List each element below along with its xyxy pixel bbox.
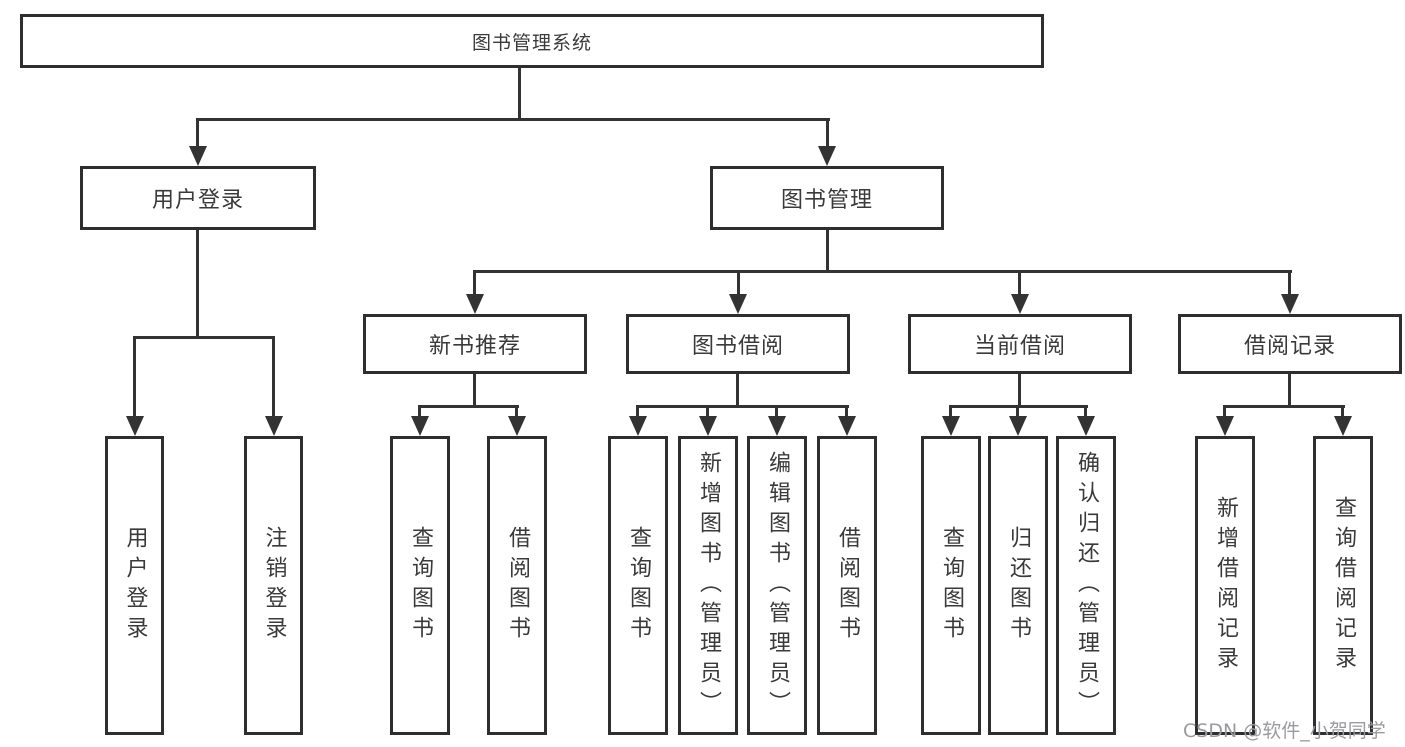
leaf-query-books-recommendation: 查询图书	[390, 436, 450, 735]
connector-line	[1223, 405, 1345, 408]
arrowhead-down-icon	[629, 416, 647, 436]
connector-line	[272, 336, 275, 416]
connector-line	[1288, 270, 1291, 296]
arrowhead-down-icon	[1216, 416, 1234, 436]
connector-line	[826, 230, 829, 273]
arrowhead-down-icon	[942, 416, 960, 436]
connector-line	[737, 270, 740, 296]
leaf-add-book-admin: 新增图书（管理员）	[678, 436, 738, 735]
leaf-logout: 注销登录	[244, 436, 303, 735]
connector-line	[418, 405, 421, 418]
leaf-query-books-current: 查询图书	[921, 436, 981, 735]
leaf-add-borrowing-record: 新增借阅记录	[1195, 436, 1255, 735]
arrowhead-down-icon	[126, 416, 144, 436]
connector-line	[133, 336, 136, 416]
connector-line	[1018, 270, 1021, 296]
arrowhead-down-icon	[1281, 294, 1299, 314]
node-book-borrowing: 图书借阅	[626, 314, 850, 374]
connector-line	[736, 374, 739, 408]
arrowhead-down-icon	[838, 416, 856, 436]
leaf-user-login: 用户登录	[105, 436, 164, 735]
arrowhead-down-icon	[1077, 416, 1095, 436]
connector-line	[826, 118, 829, 148]
connector-line	[515, 405, 518, 418]
node-borrowing-records: 借阅记录	[1178, 314, 1402, 374]
connector-line	[1223, 405, 1226, 418]
leaf-borrow-books-borrowing: 借阅图书	[817, 436, 877, 735]
connector-line	[473, 270, 476, 296]
arrowhead-down-icon	[265, 416, 283, 436]
connector-line	[845, 405, 848, 418]
arrowhead-down-icon	[699, 416, 717, 436]
connector-line	[133, 336, 275, 339]
leaf-return-books: 归还图书	[988, 436, 1048, 735]
connector-line	[473, 374, 476, 408]
node-library-management-system: 图书管理系统	[20, 14, 1044, 68]
connector-line	[949, 405, 952, 418]
connector-line	[636, 405, 849, 408]
arrowhead-down-icon	[1009, 416, 1027, 436]
arrowhead-down-icon	[768, 416, 786, 436]
arrowhead-down-icon	[1334, 416, 1352, 436]
connector-line	[473, 270, 1292, 273]
leaf-borrow-books-recommendation: 借阅图书	[487, 436, 547, 735]
arrowhead-down-icon	[1011, 294, 1029, 314]
connector-line	[636, 405, 639, 418]
node-current-borrowing: 当前借阅	[908, 314, 1132, 374]
arrowhead-down-icon	[411, 416, 429, 436]
connector-line	[706, 405, 709, 418]
connector-line	[775, 405, 778, 418]
leaf-query-borrowing-record: 查询借阅记录	[1313, 436, 1373, 735]
connector-line	[1341, 405, 1344, 418]
connector-line	[418, 405, 519, 408]
node-new-book-recommendation: 新书推荐	[363, 314, 587, 374]
arrowhead-down-icon	[508, 416, 526, 436]
leaf-edit-book-admin: 编辑图书（管理员）	[747, 436, 807, 735]
connector-line	[196, 118, 830, 121]
arrowhead-down-icon	[818, 146, 836, 166]
node-user-login: 用户登录	[80, 166, 316, 230]
arrowhead-down-icon	[729, 294, 747, 314]
leaf-confirm-return-admin: 确认归还（管理员）	[1056, 436, 1116, 735]
connector-line	[518, 68, 521, 121]
arrowhead-down-icon	[466, 294, 484, 314]
arrowhead-down-icon	[189, 146, 207, 166]
connector-line	[196, 118, 199, 148]
connector-line	[1016, 405, 1019, 418]
connector-line	[196, 230, 199, 339]
connector-line	[1018, 374, 1021, 408]
node-book-management: 图书管理	[710, 166, 944, 230]
watermark: CSDN @软件_小贺同学	[1183, 720, 1386, 742]
connector-line	[1084, 405, 1087, 418]
leaf-query-books-borrowing: 查询图书	[608, 436, 668, 735]
connector-line	[1288, 374, 1291, 408]
